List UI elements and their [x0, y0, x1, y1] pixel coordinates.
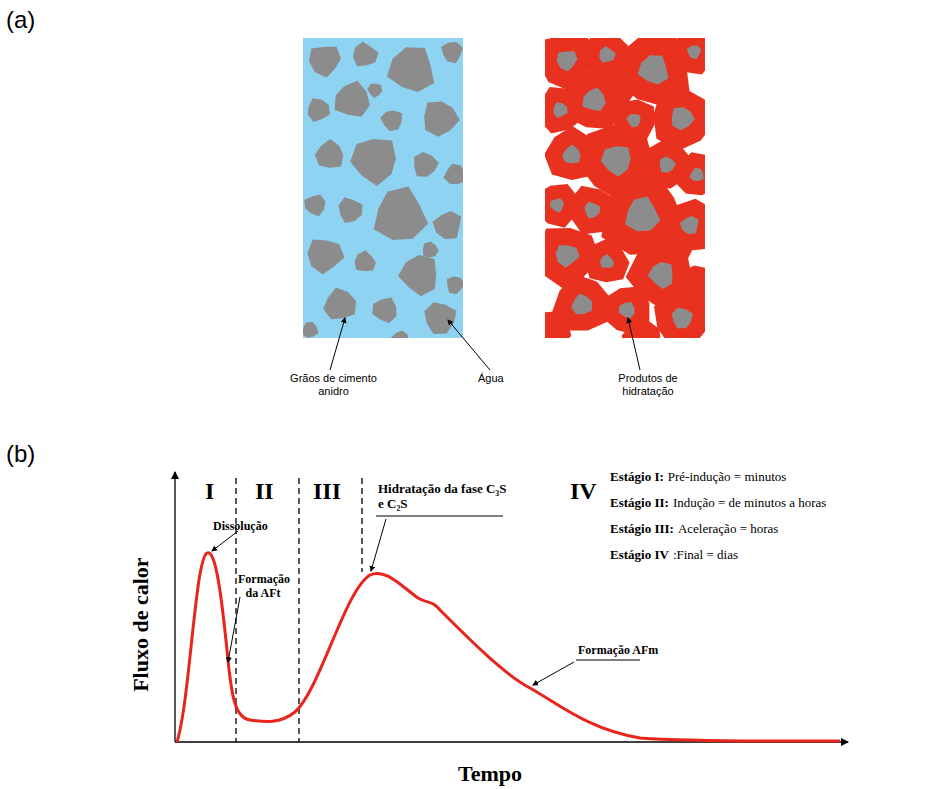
leader-line [576, 660, 640, 661]
annotation: Formação AFm [578, 644, 658, 658]
unhydrated-core [619, 302, 635, 319]
unhydrated-core [571, 294, 592, 315]
unhydrated-core [583, 88, 606, 111]
y-axis [174, 472, 175, 742]
panel-label: (a) [6, 6, 35, 34]
leader-line [212, 531, 238, 551]
hydration-product [622, 320, 661, 339]
stage-number: IV [570, 478, 597, 506]
water-square [303, 38, 463, 338]
annotation: Hidratação da fase C₃S e C₂S [378, 482, 508, 512]
unhydrated-core [600, 254, 614, 267]
unhydrated-core [601, 146, 631, 177]
cement-grain [309, 47, 341, 78]
cement-grain [307, 240, 344, 275]
leader-line [371, 519, 386, 571]
stage-description: Indução = de minutos a horas [673, 496, 827, 511]
leader-line [228, 597, 240, 662]
unhydrated-core [550, 198, 564, 212]
hydration-product [672, 38, 705, 75]
cement-grain [443, 164, 463, 185]
cement-grain [335, 81, 370, 117]
callout-label: Produtos de hidratação [608, 372, 688, 397]
stage-title: Estágio IV [610, 548, 669, 563]
cement-grain [424, 102, 460, 137]
unhydrated-core [648, 262, 673, 289]
cement-grain [398, 255, 436, 296]
cement-grain [353, 41, 379, 66]
hydration-product [653, 88, 705, 150]
stage-description: Pré-indução = minutos [668, 470, 787, 485]
unhydrated-core [599, 46, 616, 62]
cement-grain [355, 250, 376, 271]
cement-grains [303, 41, 463, 338]
cement-grain [391, 331, 408, 338]
unhydrated-core [626, 114, 640, 128]
hydration-product [585, 238, 630, 282]
cement-grain [304, 195, 325, 217]
unhydrated-core [690, 168, 704, 181]
cement-grain [387, 47, 434, 92]
hydration-product [674, 152, 705, 195]
leader-line [628, 318, 640, 370]
cement-grain [372, 298, 396, 323]
cement-grain [414, 152, 439, 177]
leader-line [448, 320, 490, 370]
cement-grain [424, 302, 456, 334]
axis-label: Fluxo de calor [127, 558, 152, 692]
cement-grain [323, 288, 356, 320]
stage-number: III [313, 478, 341, 506]
stage-description: Aceleração = horas [678, 522, 778, 537]
stage-title: Estágio III: [610, 522, 674, 537]
leader-line [376, 515, 503, 516]
cement-grain [423, 242, 439, 258]
stage-dividers [236, 478, 362, 742]
unhydrated-core [672, 107, 695, 130]
cement-grain [380, 111, 402, 132]
cement-grain [339, 197, 363, 223]
callout-label: Grãos de cimento anidro [286, 372, 381, 397]
unhydrated-core [680, 216, 699, 234]
hydration-products [545, 38, 705, 338]
cement-grain [441, 42, 463, 63]
cement-grain [303, 322, 319, 338]
leader-line [533, 662, 574, 685]
hydration-product [654, 231, 692, 269]
cement-grain [374, 187, 428, 240]
panel-label: (b) [6, 440, 35, 468]
hydration-product [545, 311, 571, 338]
stage-number: I [205, 478, 214, 506]
axis-label: Tempo [458, 761, 522, 786]
annotation: Dissolução [213, 520, 268, 534]
stage-number: II [255, 478, 274, 506]
cement-grain [308, 98, 330, 122]
unhydrated-core [638, 55, 669, 84]
unhydrated-core [562, 145, 580, 164]
cement-grain [433, 211, 462, 239]
heat-flow-curve [177, 553, 840, 742]
unhydrated-core [556, 245, 580, 268]
unhydrated-core [553, 102, 567, 118]
annotation: Formação da AFt [238, 573, 288, 601]
cement-grain [315, 139, 343, 168]
stage-description: :Final = dias [673, 548, 738, 563]
hydration-product [654, 290, 705, 338]
unhydrated-core [672, 308, 693, 329]
unhydrated-core [625, 197, 660, 232]
leader-line [330, 318, 345, 370]
cement-grain [367, 84, 382, 98]
unhydrated-core [687, 46, 701, 60]
cement-grain [350, 139, 396, 186]
callout-label: Água [478, 372, 504, 385]
stage-title: Estágio II: [610, 496, 669, 511]
unhydrated-core [660, 157, 676, 173]
stage-title: Estágio I: [610, 470, 664, 485]
unhydrated-core [585, 202, 601, 219]
cement-grain [447, 277, 463, 295]
unhydrated-core [557, 51, 578, 71]
